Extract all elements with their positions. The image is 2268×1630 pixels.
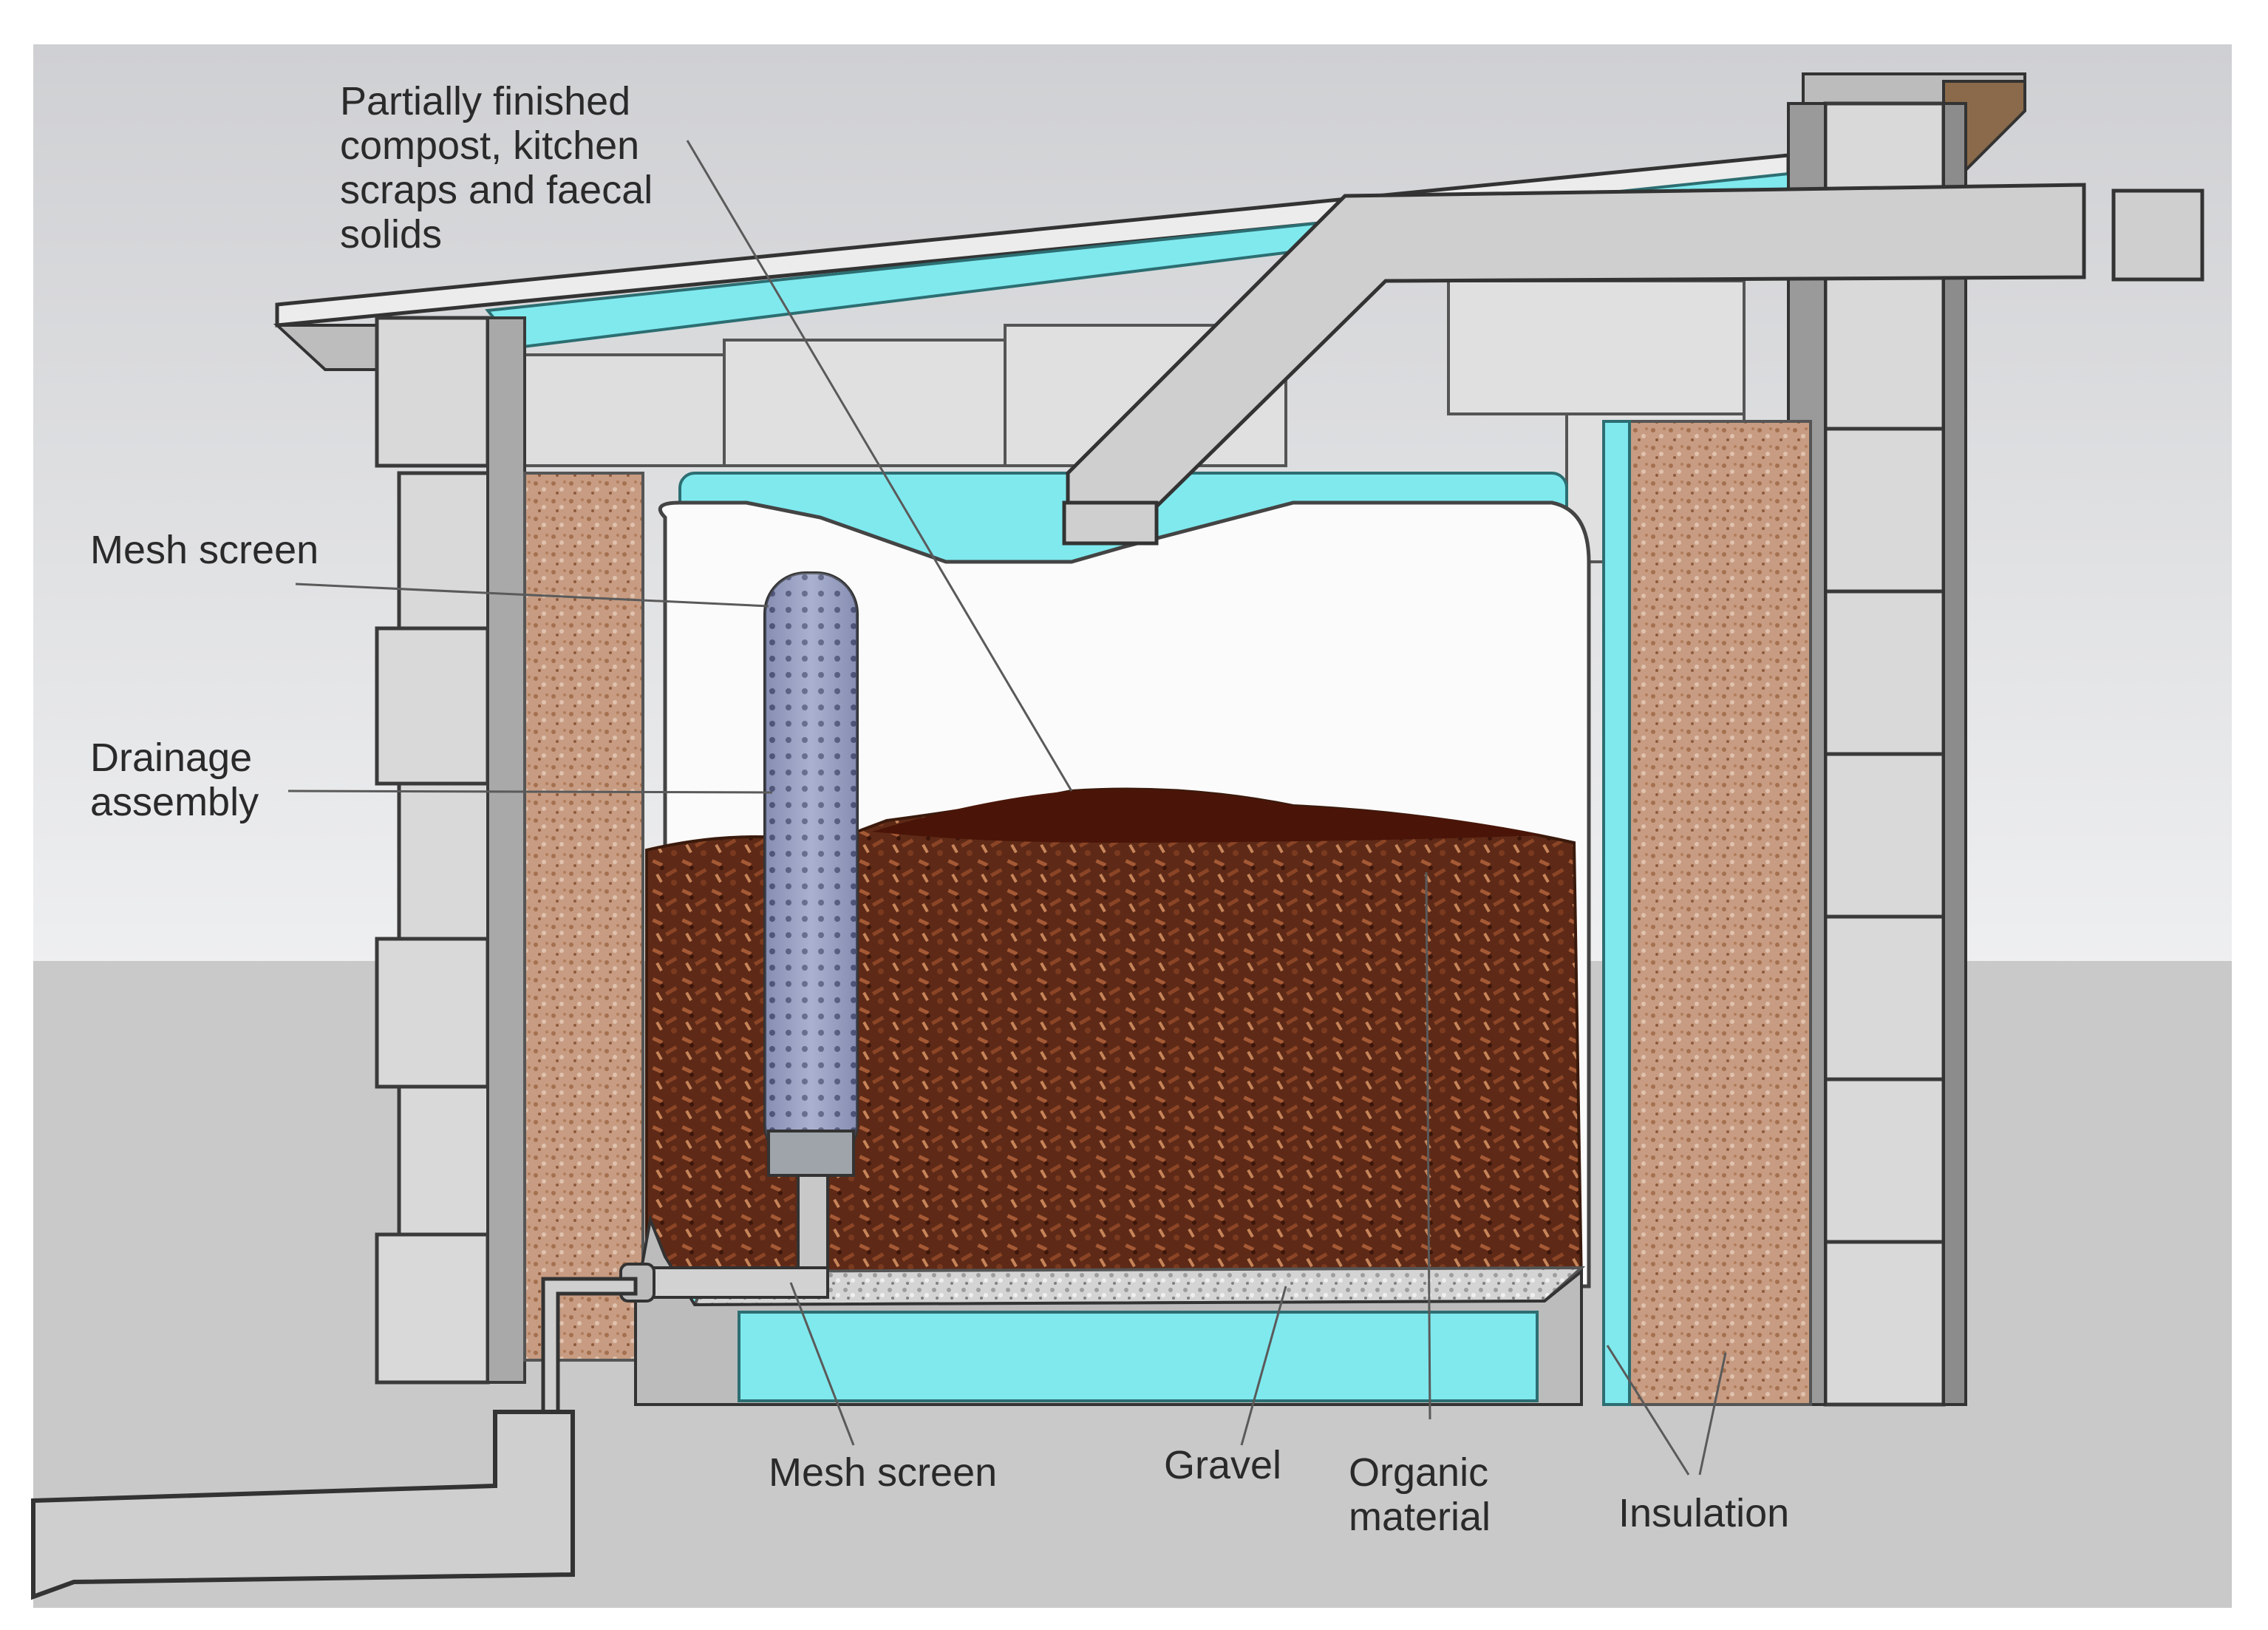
partially-finished-compost	[872, 789, 1545, 843]
left-block-wall	[375, 316, 526, 1385]
label-insulation: Insulation	[1618, 1491, 1789, 1535]
base-liner	[738, 1311, 1539, 1402]
vent-pipe	[1062, 183, 2204, 546]
right-insulation	[1624, 420, 1812, 1406]
label-organic-material: Organic material	[1349, 1450, 1499, 1539]
label-gravel: Gravel	[1164, 1443, 1281, 1487]
label-compost: Partially finished compost, kitchen scra…	[340, 79, 664, 257]
right-liner	[1602, 420, 1631, 1406]
label-mesh-screen-bottom: Mesh screen	[769, 1450, 997, 1495]
leader-lines	[287, 140, 1727, 1476]
left-insulation	[523, 472, 644, 1362]
label-mesh-screen-top: Mesh screen	[90, 528, 319, 572]
drain-outlet-pipe	[31, 1410, 575, 1600]
label-drainage-assembly: Drainage assembly	[90, 736, 263, 824]
